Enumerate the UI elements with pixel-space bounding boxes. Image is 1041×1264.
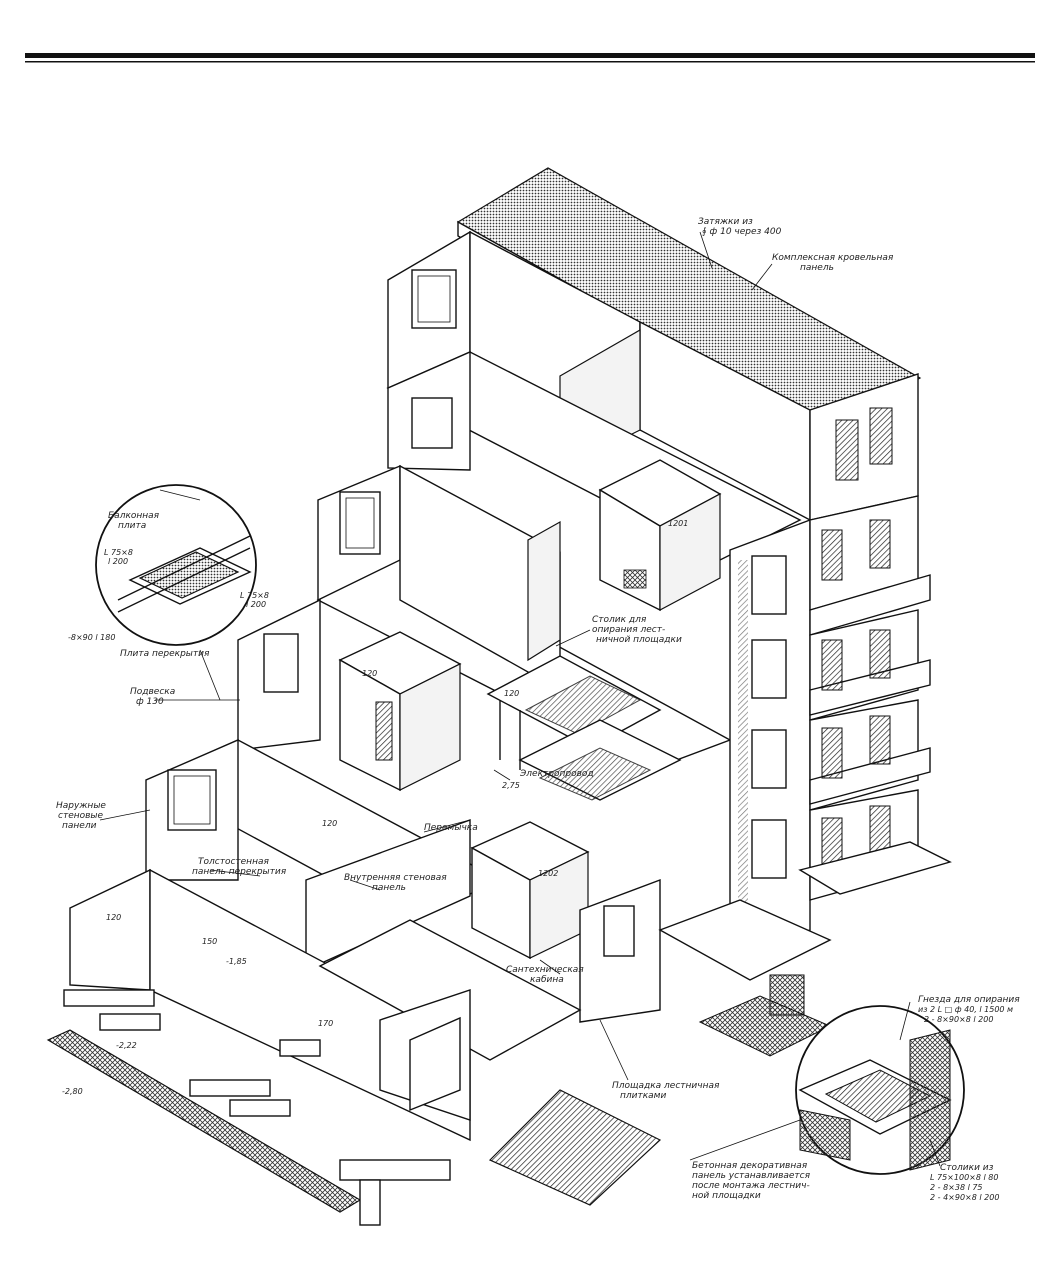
header-rule [25,53,1035,63]
label-outer-walls-2: стеновые [58,811,104,821]
label-roof-panel-sub: панель [800,263,834,273]
dim-170: 170 [318,1019,333,1028]
label-angle-2-sub: l 200 [246,600,266,609]
label-zatyazhki-sub: ∮ ф 10 через 400 [702,227,782,237]
dim-2-75: 2,75 [502,781,520,790]
label-floor-slab: Плита перекрытия [120,649,210,659]
dim-1201: 1201 [668,519,688,528]
label-inner-wall-sub: панель [372,883,406,893]
lower-left-block [145,598,832,1023]
label-tables-4: 2 - 4×90×8 l 200 [930,1193,999,1202]
label-decor-panel-3: после монтажа лестнич- [692,1181,810,1191]
label-sanitary-cabin-sub: кабина [530,975,564,985]
annotations: Затяжки из ∮ ф 10 через 400 Комплексная … [56,217,1020,1202]
label-sockets-2: из 2 L □ ф 40, l 1500 м [918,1005,1013,1014]
label-outer-walls-1: Наружные [56,801,106,811]
label-tables-2: L 75×100×8 l 80 [930,1173,998,1182]
label-decor-panel-4: ной площадки [692,1191,761,1201]
label-sanitary-cabin: Сантехническая [506,965,584,975]
facade-panels [729,518,811,962]
label-stair-landing-sub: плитками [620,1091,666,1101]
label-sockets-1: Гнезда для опирания [918,995,1020,1005]
upper-tower [386,167,922,561]
label-support-table-1: Столик для [592,615,647,625]
dim-120-b: 120 [322,819,337,828]
label-thick-slab-sub: панель перекрытия [192,867,287,877]
label-decor-panel-2: панель устанавливается [692,1171,811,1181]
dim-150: 150 [202,937,217,946]
label-balcony-slab-sub: плита [118,521,146,531]
label-thick-slab: Толстостенная [198,857,269,867]
label-lintel: Перемычка [424,823,478,833]
label-tables-1: Столики из [940,1163,994,1173]
label-angle-1-sub: l 200 [108,557,128,566]
dim-120-c: 120 [504,689,519,698]
label-strip: -8×90 l 180 [68,633,115,642]
detail-callout-balcony [95,484,257,646]
inner-wall-panel [305,818,471,972]
label-support-table-3: ничной площадки [596,635,682,645]
dim-120-a: 120 [362,669,377,678]
label-sockets-3: 2 - 8×90×8 l 200 [924,1015,993,1024]
dim-level-3: -2,80 [62,1087,83,1096]
ground-ramp [488,1089,662,1206]
detail-callout-stair-support [795,1005,965,1175]
label-outer-walls-3: панели [62,821,97,831]
label-inner-wall: Внутренняя стеновая [344,873,447,883]
label-support-table-2: опирания лест- [592,625,665,635]
entrance-canopy [658,899,832,981]
leader-lines [99,231,941,1167]
label-zatyazhki: Затяжки из [698,217,753,227]
dim-level-1: -1,85 [226,957,247,966]
balconies [798,495,952,901]
dim-level-2: -2,22 [116,1041,137,1050]
label-angle-1: L 75×8 [104,548,133,557]
staircase [486,655,682,801]
label-hanger: Подвеска [130,687,175,697]
label-balcony-slab: Балконная [108,511,160,521]
label-decor-panel-1: Бетонная декоративная [692,1161,808,1171]
dim-120-d: 120 [106,913,121,922]
label-hanger-sub: ф 130 [136,697,164,707]
dim-1202: 1202 [538,869,558,878]
label-angle-2: L 75×8 [240,591,269,600]
label-tables-3: 2 - 8×38 l 75 [930,1183,983,1192]
label-electrical: Электропровод [519,769,594,779]
label-stair-landing: Площадка лестничная [612,1081,720,1091]
label-roof-panel: Комплексная кровельная [772,253,894,263]
basement [46,868,832,1226]
